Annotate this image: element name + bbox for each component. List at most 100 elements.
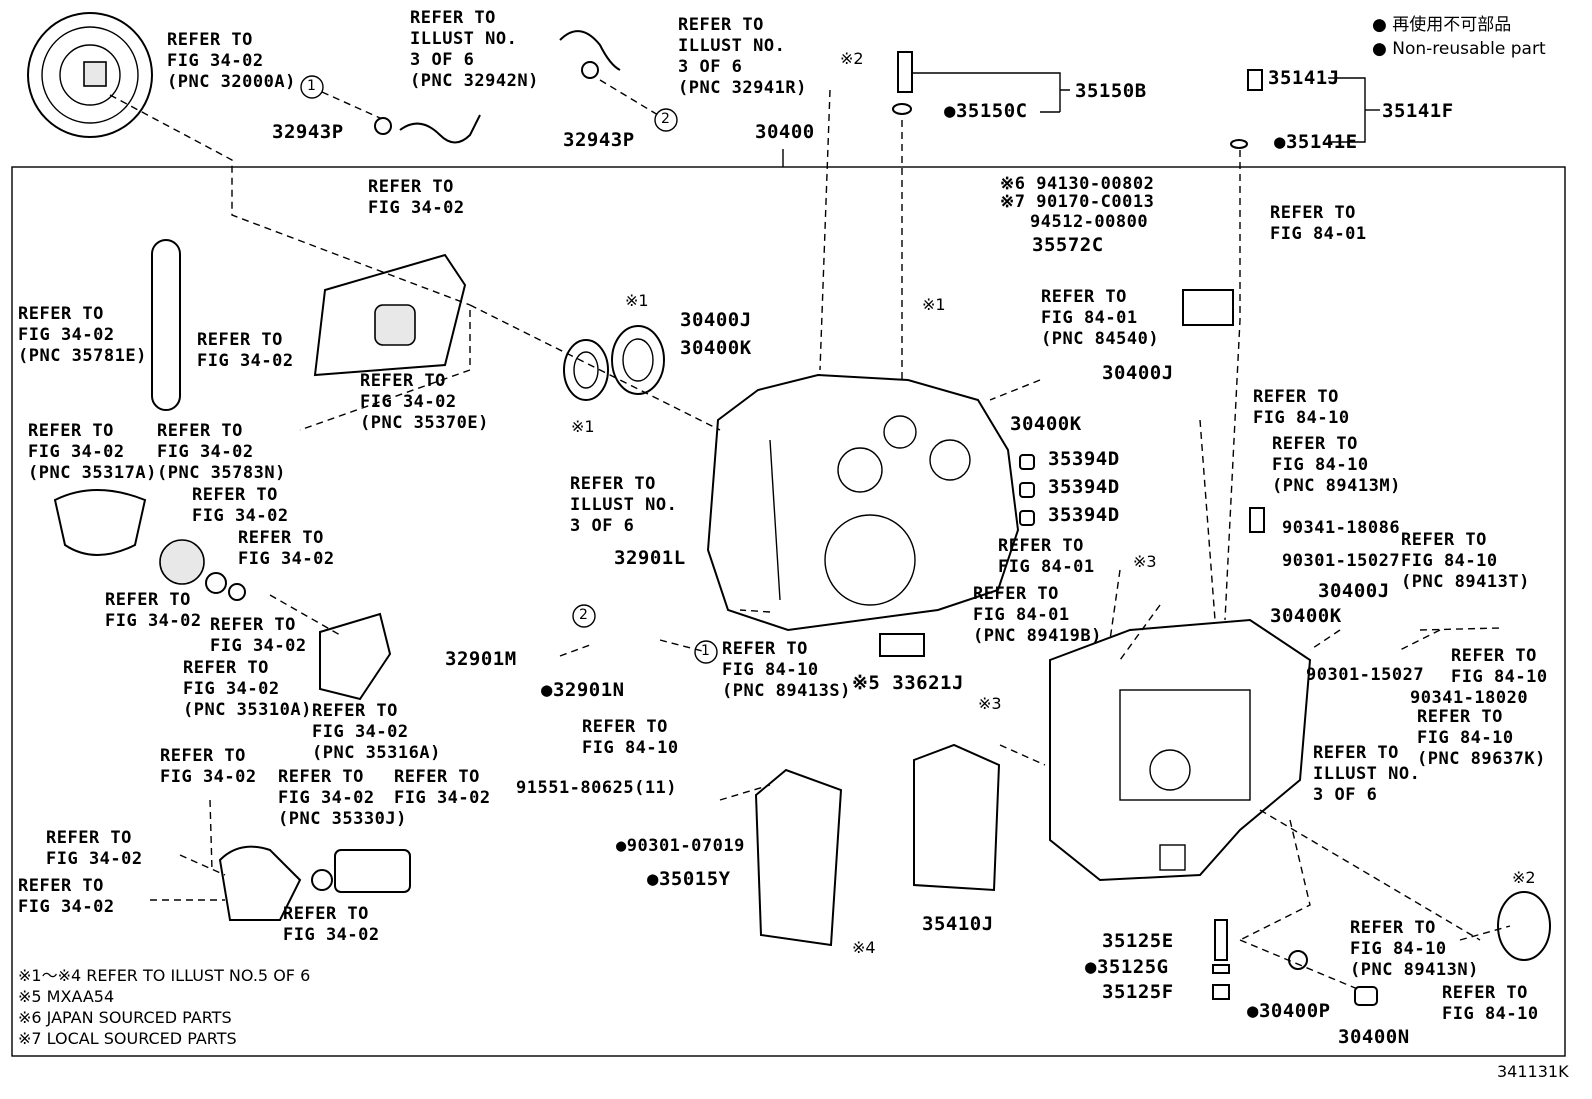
- oil-hose-icon: [559, 30, 621, 71]
- callout: REFER TO FIG 34-02: [197, 330, 294, 371]
- part-number[interactable]: 32901L: [614, 547, 686, 569]
- part-number[interactable]: 90301-15027: [1306, 665, 1425, 685]
- part-number[interactable]: 30400: [755, 121, 815, 143]
- part-number[interactable]: 35150B: [1075, 80, 1147, 102]
- diagram-frame: [11, 166, 1566, 1057]
- circled-number: 2: [661, 111, 670, 127]
- part-number[interactable]: 30400J: [1102, 362, 1174, 384]
- transmission-housing-icon: [706, 373, 1020, 632]
- ref-mark: ※3: [978, 694, 1002, 713]
- part-number[interactable]: 32901M: [445, 648, 517, 670]
- part-number[interactable]: ●35141E: [1274, 131, 1358, 153]
- callout: REFER TO FIG 34-02: [368, 177, 465, 218]
- callout: REFER TO FIG 84-10 (PNC 89413M): [1272, 434, 1401, 496]
- callout: REFER TO FIG 84-10: [1253, 387, 1350, 428]
- part-number[interactable]: 32943P: [563, 129, 635, 151]
- strainer-icon: [334, 849, 411, 893]
- part-number[interactable]: 35141F: [1382, 100, 1454, 122]
- callout: REFER TO FIG 34-02: [283, 904, 380, 945]
- legend-jp: ● 再使用不可部品: [1372, 15, 1512, 35]
- callout: REFER TO FIG 84-10 (PNC 89413T): [1401, 530, 1530, 592]
- part-number[interactable]: ※7 90170-C0013: [1000, 192, 1155, 212]
- circled-number: 1: [307, 78, 316, 94]
- part-number[interactable]: ●35125G: [1085, 956, 1169, 978]
- part-number[interactable]: 35141J: [1268, 67, 1340, 89]
- callout: REFER TO ILLUST NO. 3 OF 6: [570, 474, 678, 536]
- plug-icon: [1019, 510, 1035, 526]
- callout: REFER TO FIG 34-02: [160, 746, 257, 787]
- callout: REFER TO FIG 84-01 (PNC 84540): [1041, 287, 1160, 349]
- callout: REFER TO ILLUST NO. 3 OF 6: [1313, 743, 1421, 805]
- part-number[interactable]: 30400K: [1010, 413, 1082, 435]
- pump-cover-icon: [53, 489, 147, 556]
- part-number[interactable]: 30400N: [1338, 1026, 1410, 1048]
- torque-converter-icon: [27, 12, 153, 138]
- part-number[interactable]: 35394D: [1048, 504, 1120, 526]
- shift-sensor-icon: [1182, 289, 1234, 326]
- callout: REFER TO FIG 84-10 (PNC 89413N): [1350, 918, 1479, 980]
- callout: REFER TO FIG 84-10: [1451, 646, 1548, 687]
- breather-tube-icon: [897, 51, 913, 93]
- part-number[interactable]: ※6 94130-00802: [1000, 174, 1155, 194]
- part-number[interactable]: 35394D: [1048, 476, 1120, 498]
- ref-mark: ※2: [1512, 868, 1536, 887]
- gear-icon: [159, 539, 205, 585]
- part-number[interactable]: 35125F: [1102, 981, 1174, 1003]
- part-number[interactable]: 30400J: [1318, 580, 1390, 602]
- callout: REFER TO FIG 84-01: [998, 536, 1095, 577]
- part-number[interactable]: 35125E: [1102, 930, 1174, 952]
- callout: REFER TO FIG 34-02 (PNC 35370E): [360, 371, 489, 433]
- pump-body-icon: [319, 612, 392, 701]
- circled-number: 2: [579, 607, 588, 623]
- footnote: ※7 LOCAL SOURCED PARTS: [18, 1029, 237, 1048]
- callout: REFER TO ILLUST NO. 3 OF 6 (PNC 32941R): [678, 15, 807, 98]
- callout: REFER TO FIG 84-01 (PNC 89419B): [973, 584, 1102, 646]
- callout: REFER TO FIG 34-02: [18, 876, 115, 917]
- transmission-ecu-icon: [754, 768, 843, 947]
- part-number[interactable]: 35572C: [1032, 234, 1104, 256]
- part-number[interactable]: 30400J: [680, 309, 752, 331]
- part-number[interactable]: ※5 33621J: [852, 672, 964, 694]
- circled-number: 1: [701, 643, 710, 659]
- part-number[interactable]: 32943P: [272, 121, 344, 143]
- oil-hose-icon: [399, 114, 481, 144]
- part-number[interactable]: ●35150C: [944, 100, 1028, 122]
- part-number[interactable]: 30400K: [680, 337, 752, 359]
- level-plug-icon: [1249, 507, 1265, 533]
- part-number[interactable]: 35394D: [1048, 448, 1120, 470]
- callout: REFER TO FIG 34-02: [105, 590, 202, 631]
- diagram-code: 341131K: [1497, 1062, 1569, 1081]
- footnote: ※1～※4 REFER TO ILLUST NO.5 OF 6: [18, 966, 311, 985]
- part-number[interactable]: 30400K: [1270, 605, 1342, 627]
- gasket-icon: [1288, 950, 1308, 970]
- callout: REFER TO FIG 34-02 (PNC 35781E): [18, 304, 147, 366]
- callout: REFER TO FIG 34-02 (PNC 35330J): [278, 767, 407, 829]
- part-number[interactable]: 90341-18020: [1410, 688, 1529, 708]
- callout: REFER TO FIG 84-10 (PNC 89413S): [722, 639, 851, 701]
- drain-pipe-icon: [1214, 919, 1228, 961]
- callout: REFER TO FIG 84-10: [582, 717, 679, 758]
- callout: REFER TO FIG 34-02: [394, 767, 491, 808]
- part-number[interactable]: ●35015Y: [647, 868, 731, 890]
- drive-chain-icon: [151, 239, 181, 411]
- label-plate-icon: [879, 633, 925, 657]
- ref-mark: ※3: [1133, 552, 1157, 571]
- callout: REFER TO ILLUST NO. 3 OF 6 (PNC 32942N): [410, 8, 539, 91]
- part-number[interactable]: ●90301-07019: [616, 836, 745, 856]
- part-number[interactable]: 94512-00800: [1030, 212, 1149, 232]
- part-number[interactable]: ●30400P: [1247, 1000, 1331, 1022]
- part-number[interactable]: 90341-18086: [1282, 518, 1401, 538]
- part-number[interactable]: 91551-80625(11): [516, 778, 678, 798]
- ref-mark: ※1: [625, 291, 649, 310]
- part-number[interactable]: ●32901N: [541, 679, 625, 701]
- callout: REFER TO FIG 84-10 (PNC 89637K): [1417, 707, 1546, 769]
- breather-plug-icon: [1247, 69, 1263, 91]
- callout: REFER TO FIG 34-02 (PNC 32000A): [167, 30, 296, 92]
- part-number[interactable]: 35410J: [922, 913, 994, 935]
- callout: REFER TO FIG 34-02: [192, 485, 289, 526]
- callout: REFER TO FIG 34-02: [238, 528, 335, 569]
- ref-mark: ※1: [922, 295, 946, 314]
- part-number[interactable]: 90301-15027: [1282, 551, 1401, 571]
- oil-seal-icon: [1497, 891, 1551, 961]
